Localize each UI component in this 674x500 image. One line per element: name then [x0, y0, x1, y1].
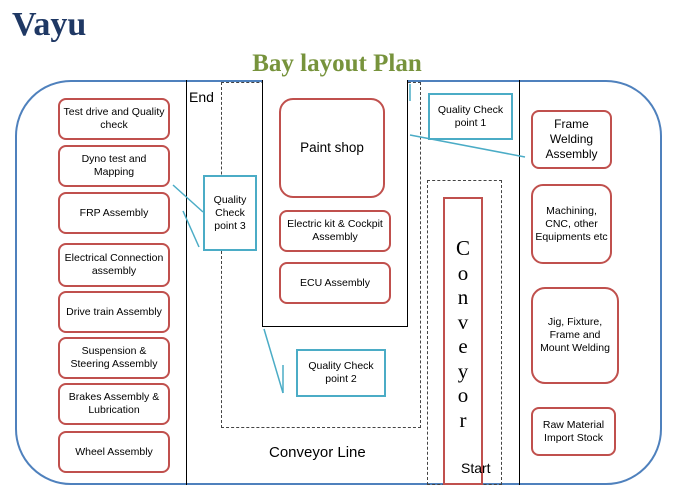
- station-electrical-connection: Electrical Connection assembly: [58, 243, 170, 287]
- qc3-connector-upper: [172, 184, 204, 213]
- station-paint-shop: Paint shop: [279, 98, 385, 198]
- station-dyno-test: Dyno test and Mapping: [58, 145, 170, 187]
- conveyor-label-letter: v: [457, 309, 469, 334]
- station-electric-kit-cockpit: Electric kit & Cockpit Assembly: [279, 210, 391, 252]
- conveyor: [443, 197, 483, 485]
- station-jig-fixture: Jig, Fixture, Frame and Mount Welding: [531, 287, 619, 384]
- quality-check-point-1: Quality Check point 1: [428, 93, 513, 140]
- station-raw-material: Raw Material Import Stock: [531, 407, 616, 456]
- end-label: End: [189, 89, 214, 105]
- right-aisle-divider: [519, 80, 520, 485]
- station-brakes: Brakes Assembly & Lubrication: [58, 383, 170, 425]
- start-label: Start: [461, 460, 491, 476]
- brand-logo-text: Vayu: [12, 6, 87, 43]
- station-suspension-steering: Suspension & Steering Assembly: [58, 337, 170, 379]
- conveyor-label-letter: C: [455, 236, 470, 260]
- conveyor-line-label: Conveyor Line: [269, 444, 366, 461]
- page-title: Bay layout Plan: [252, 50, 422, 77]
- station-test-drive: Test drive and Quality check: [58, 98, 170, 140]
- conveyor-label-letter: r: [459, 407, 467, 432]
- conveyor-label-letter: n: [457, 285, 469, 309]
- conveyor-label-letter: e: [458, 334, 468, 358]
- conveyor-label-letter: o: [457, 260, 469, 285]
- left-aisle-divider: [186, 80, 187, 485]
- station-wheel-assembly: Wheel Assembly: [58, 431, 170, 473]
- station-drive-train: Drive train Assembly: [58, 291, 170, 333]
- conveyor-label-letter: y: [457, 358, 469, 383]
- station-ecu-assembly: ECU Assembly: [279, 262, 391, 304]
- quality-check-point-3: Quality Check point 3: [203, 175, 257, 251]
- station-machining-cnc: Machining, CNC, other Equipments etc: [531, 184, 612, 264]
- station-frp-assembly: FRP Assembly: [58, 192, 170, 234]
- qc3-connector-lower: [182, 210, 200, 248]
- qc2-connector: [263, 328, 284, 394]
- quality-check-point-2: Quality Check point 2: [296, 349, 386, 397]
- station-frame-welding: Frame Welding Assembly: [531, 110, 612, 169]
- conveyor-label-letter: o: [457, 383, 469, 407]
